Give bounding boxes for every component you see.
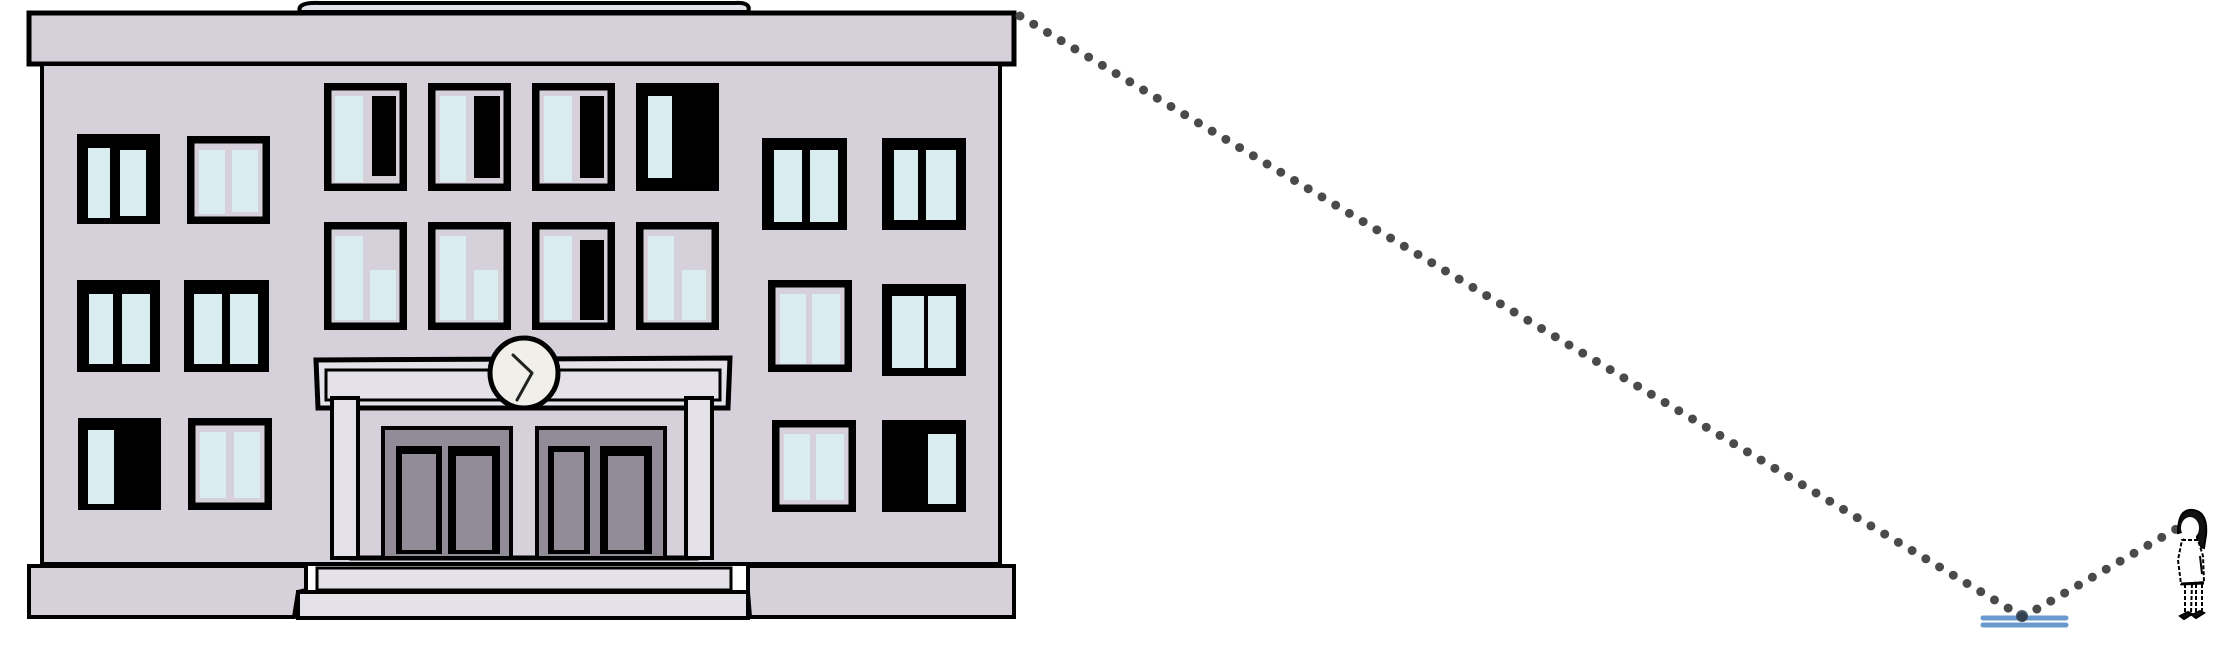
reflected-ray [2018, 523, 2183, 622]
window [768, 280, 852, 372]
window [882, 138, 966, 230]
right-windows [762, 138, 966, 512]
window [772, 420, 856, 512]
window [324, 222, 407, 330]
incident-ray [1015, 11, 2028, 622]
window [762, 138, 847, 230]
door [535, 426, 667, 560]
window [428, 83, 511, 191]
window [882, 420, 966, 512]
window [77, 134, 160, 224]
window [184, 280, 269, 372]
door [381, 426, 513, 560]
building [26, 0, 1017, 620]
window [532, 83, 615, 191]
window [77, 280, 160, 372]
window [187, 136, 270, 224]
window [188, 418, 272, 510]
window [882, 284, 966, 376]
person-figure [2176, 508, 2208, 621]
window [324, 83, 407, 191]
window [532, 222, 615, 330]
center-windows [324, 83, 719, 330]
clock-icon [487, 335, 561, 411]
window [78, 418, 161, 510]
window [636, 222, 719, 330]
entrance [313, 335, 733, 561]
left-windows [77, 134, 272, 510]
window [428, 222, 511, 330]
light-path [1015, 11, 2183, 622]
window [636, 83, 719, 191]
